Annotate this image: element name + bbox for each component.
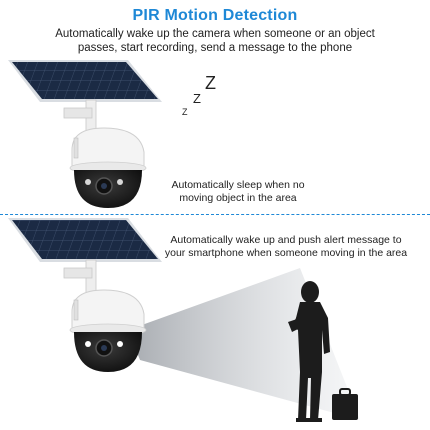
page-title: PIR Motion Detection [132, 7, 298, 24]
person-silhouette [288, 281, 358, 422]
solar-camera-sleeping [8, 60, 162, 208]
sleep-z-mid: Z [193, 91, 201, 106]
briefcase [332, 394, 358, 420]
page-subtitle: Automatically wake up the camera when so… [55, 28, 375, 54]
camera-head [71, 127, 145, 169]
sleep-z-large: Z [205, 73, 216, 93]
sleep-caption: Automatically sleep when no moving objec… [171, 179, 305, 204]
section-divider [0, 214, 430, 215]
sleep-z-small: Z [182, 107, 188, 117]
wake-caption: Automatically wake up and push alert mes… [164, 234, 408, 259]
